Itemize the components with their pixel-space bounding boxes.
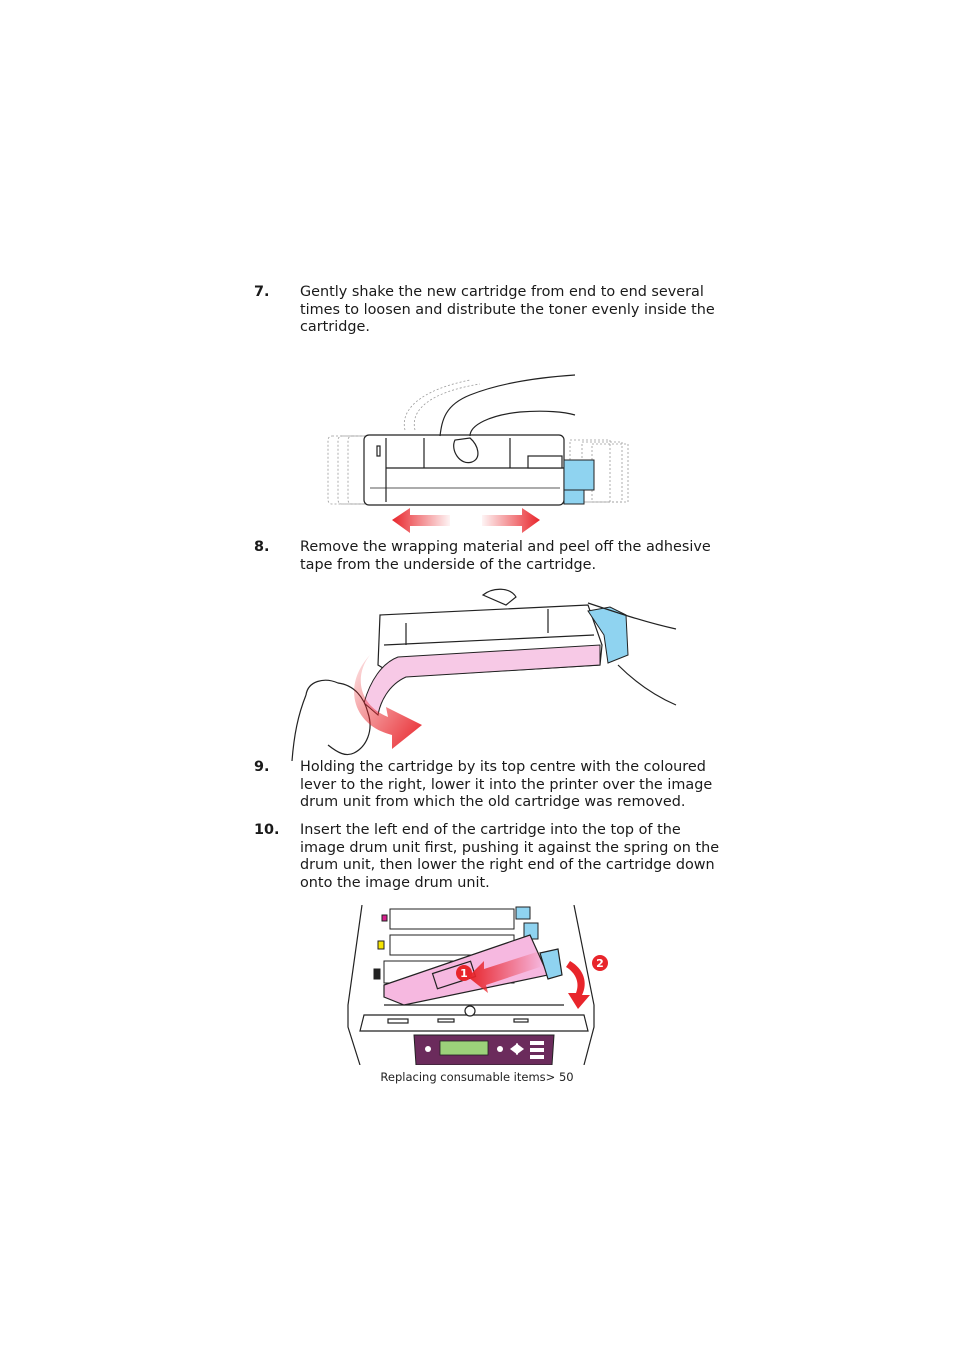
step-text: Insert the left end of the cartridge int…: [300, 822, 720, 892]
insert-cartridge-illustration: 1 2: [347, 905, 608, 1065]
svg-text:2: 2: [596, 957, 604, 970]
right-arm: [481, 588, 677, 706]
hand-holding-cartridge: [439, 374, 576, 464]
step-text: Holding the cartridge by its top centre …: [300, 759, 713, 811]
step-text: Remove the wrapping material and peel of…: [300, 539, 711, 573]
step-text: Gently shake the new cartridge from end …: [300, 284, 715, 336]
peel-arrow: [354, 655, 422, 749]
lower-arrow-2: [566, 961, 590, 1009]
coloured-lever: [563, 459, 595, 505]
step-number: 9.: [254, 759, 270, 775]
peel-tape-illustration: [291, 588, 677, 762]
coloured-lever: [587, 606, 629, 664]
page-footer: Replacing consumable items> 50: [380, 1070, 574, 1084]
step-number: 7.: [254, 284, 270, 300]
left-hand: [291, 679, 371, 762]
step-number: 10.: [254, 822, 280, 838]
control-panel: [413, 1034, 555, 1065]
step-number: 8.: [254, 539, 270, 555]
shake-cartridge-illustration: [327, 374, 629, 533]
svg-text:1: 1: [460, 967, 468, 980]
marker-2: 2: [592, 955, 608, 971]
shake-direction-arrows: [392, 508, 540, 533]
push-arrow-1: [468, 951, 540, 993]
toner-cartridge: [363, 434, 565, 506]
marker-1: 1: [456, 965, 472, 981]
